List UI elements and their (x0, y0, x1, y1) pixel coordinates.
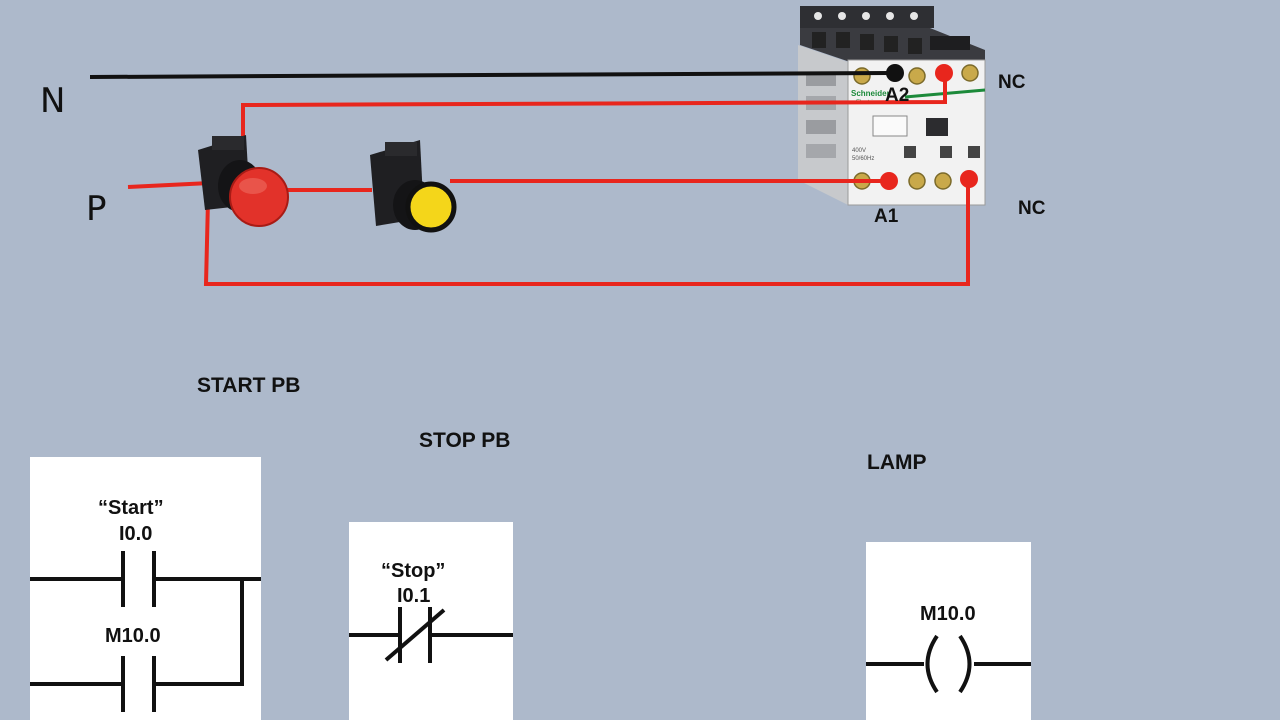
neutral-wire (89, 71, 896, 79)
stop-tag: “Stop” (381, 560, 445, 582)
seal-in-address: M10.0 (105, 625, 161, 647)
stop-ladder-panel: “Stop” I0.1 (349, 522, 513, 720)
svg-text:50/60Hz: 50/60Hz (852, 156, 874, 162)
seal-top-wire (241, 76, 947, 140)
phase-label: P (86, 189, 107, 229)
lamp-ladder-panel: M10.0 (866, 542, 1031, 720)
nc-bottom-terminal-dot (960, 170, 978, 188)
start-address: I0.0 (119, 523, 152, 545)
start-pb-title: START PB (197, 374, 300, 397)
start-ladder-panel: “Start” I0.0 M10.0 (30, 457, 261, 720)
a2-terminal-dot (886, 64, 904, 82)
start-push-button (370, 140, 457, 233)
a1-terminal-dot (880, 172, 898, 190)
nc-top-label: NC (998, 72, 1026, 93)
stop-pb-title: STOP PB (419, 429, 510, 452)
phase-wire (127, 181, 211, 189)
neutral-label: N (40, 81, 65, 121)
nc-bottom-label: NC (1018, 198, 1046, 219)
nc-top-terminal-dot (935, 64, 953, 82)
stop-address: I0.1 (397, 585, 430, 607)
a1-label: A1 (874, 206, 899, 227)
contactor: Schneider Electric 400V 50/60Hz (798, 6, 986, 206)
a2-label: A2 (885, 85, 909, 106)
svg-text:400V: 400V (852, 148, 866, 154)
lamp-title: LAMP (867, 451, 927, 474)
stop-push-button (198, 135, 289, 227)
coil-address: M10.0 (920, 603, 976, 625)
wires (89, 71, 970, 286)
seal-bottom-wire (203, 180, 970, 286)
start-tag: “Start” (98, 497, 164, 519)
contactor-brand: Schneider (851, 89, 890, 98)
